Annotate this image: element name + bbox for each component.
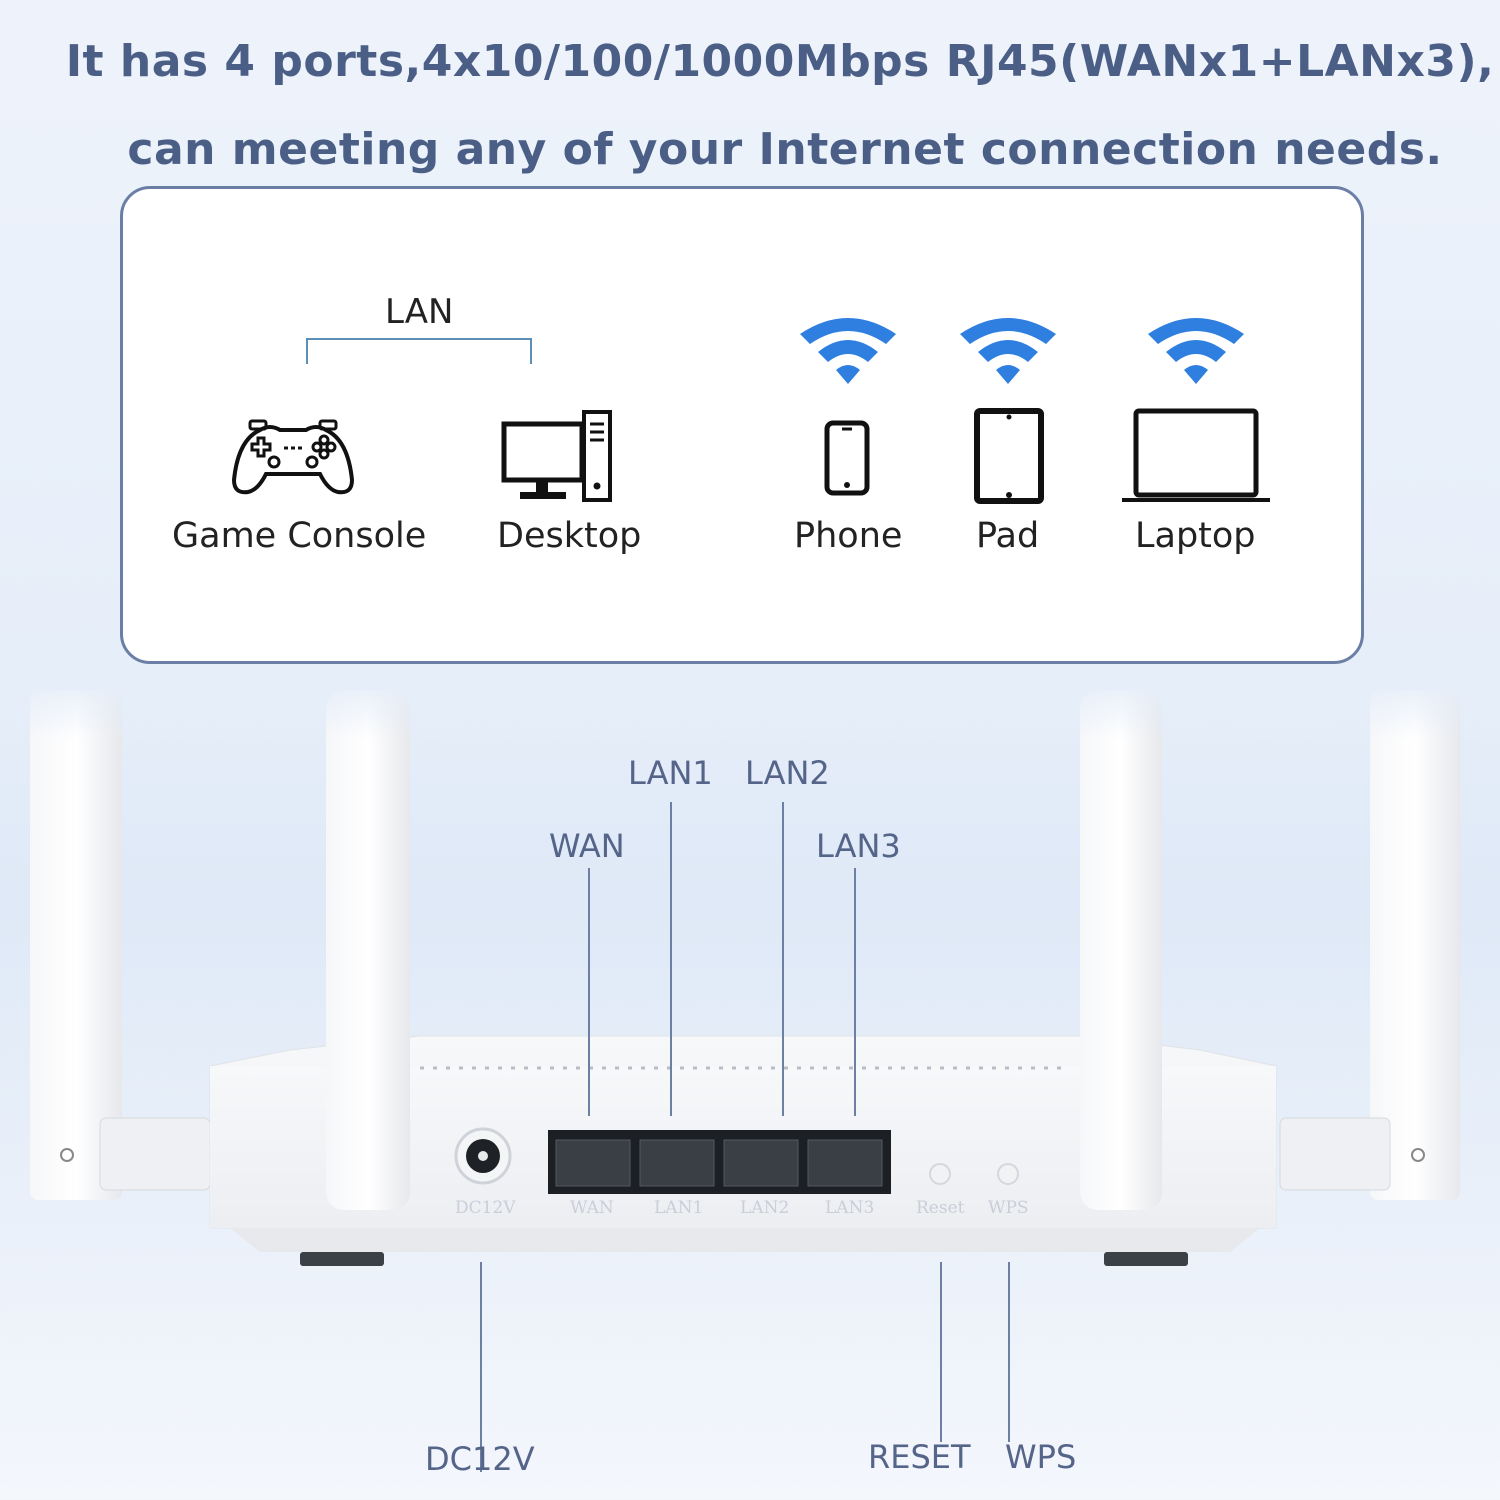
lan-group-title: LAN: [385, 292, 454, 332]
printed-lan2: LAN2: [740, 1198, 790, 1218]
headline-line-2: can meeting any of your Internet connect…: [127, 124, 1443, 175]
device-card: [120, 186, 1364, 664]
callout-line-lan2: [782, 802, 784, 1116]
printed-lan3: LAN3: [825, 1198, 875, 1218]
callout-line-wan: [588, 868, 590, 1116]
printed-wps: WPS: [988, 1198, 1029, 1218]
laptop-icon: [1122, 408, 1270, 502]
device-label-phone: Phone: [794, 516, 903, 556]
callout-line-reset: [940, 1262, 942, 1442]
printed-dc12v: DC12V: [455, 1198, 516, 1218]
callout-wps: WPS: [1005, 1438, 1077, 1476]
printed-wan: WAN: [570, 1198, 614, 1218]
tablet-icon: [974, 408, 1044, 504]
device-label-desktop: Desktop: [497, 516, 642, 556]
router-illustration: DC12V WAN LAN1 LAN2 LAN3 Reset WPS: [0, 680, 1500, 1500]
callout-lan1: LAN1: [628, 754, 713, 792]
phone-icon: [824, 420, 870, 496]
callout-line-wps: [1008, 1262, 1010, 1442]
wifi-icon: [960, 318, 1056, 384]
device-label-game-console: Game Console: [172, 516, 427, 556]
callout-lan2: LAN2: [745, 754, 830, 792]
router-drawing: [0, 680, 1500, 1266]
callout-line-dc: [480, 1262, 482, 1472]
wifi-icon: [1148, 318, 1244, 384]
callout-reset: RESET: [868, 1438, 971, 1476]
device-label-laptop: Laptop: [1135, 516, 1256, 556]
callout-wan: WAN: [549, 827, 625, 865]
desktop-icon: [501, 410, 612, 502]
printed-lan1: LAN1: [654, 1198, 704, 1218]
wifi-icon: [800, 318, 896, 384]
callout-line-lan3: [854, 868, 856, 1116]
device-label-pad: Pad: [976, 516, 1040, 556]
printed-reset: Reset: [916, 1198, 965, 1218]
callout-line-lan1: [670, 802, 672, 1116]
headline-line-1: It has 4 ports,4x10/100/1000Mbps RJ45(WA…: [65, 36, 1495, 87]
gamepad-icon: [231, 419, 355, 495]
lan-bracket: [306, 338, 532, 364]
callout-dc12v: DC12V: [425, 1440, 535, 1478]
callout-lan3: LAN3: [816, 827, 901, 865]
